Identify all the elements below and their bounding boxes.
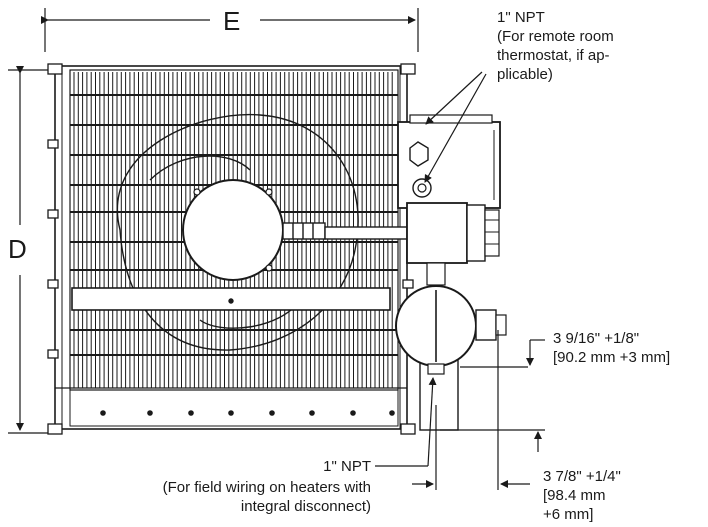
dimension-e <box>41 8 419 52</box>
dimension-d-label: D <box>8 234 27 264</box>
thermostat-note-line-1: (For remote room <box>497 28 614 45</box>
field-wiring-note-line-2: integral disconnect) <box>240 498 371 515</box>
fan-motor <box>182 179 284 281</box>
offset-b-line-3: +6 mm] <box>543 506 594 523</box>
thermostat-note-line-3: plicable) <box>497 66 553 83</box>
junction-box <box>395 285 507 431</box>
thermostat-npt-label: 1" NPT <box>497 9 545 26</box>
mounting-rail <box>71 287 391 311</box>
offset-b-line-2: [98.4 mm <box>543 487 606 504</box>
disconnect-switch <box>406 202 500 286</box>
thermostat-note-line-2: thermostat, if ap- <box>497 47 610 64</box>
field-wiring-note-line-1: (For field wiring on heaters with <box>162 479 371 496</box>
offset-b-line-1: 3 7/8" +1/4" <box>543 468 621 485</box>
dimension-e-label: E <box>223 6 241 36</box>
thermostat-leaders <box>424 71 487 183</box>
field-wiring-leader <box>375 377 437 467</box>
conduit <box>282 222 408 240</box>
offset-a-line-2: [90.2 mm +3 mm] <box>553 349 671 366</box>
dimension-d <box>8 66 52 434</box>
offset-a-line-1: 3 9/16" +1/8" <box>553 330 640 347</box>
control-enclosure <box>397 114 501 209</box>
offset-dimensions <box>412 330 545 490</box>
frame-fasteners <box>100 410 395 416</box>
field-wiring-npt-label: 1" NPT <box>323 458 371 475</box>
